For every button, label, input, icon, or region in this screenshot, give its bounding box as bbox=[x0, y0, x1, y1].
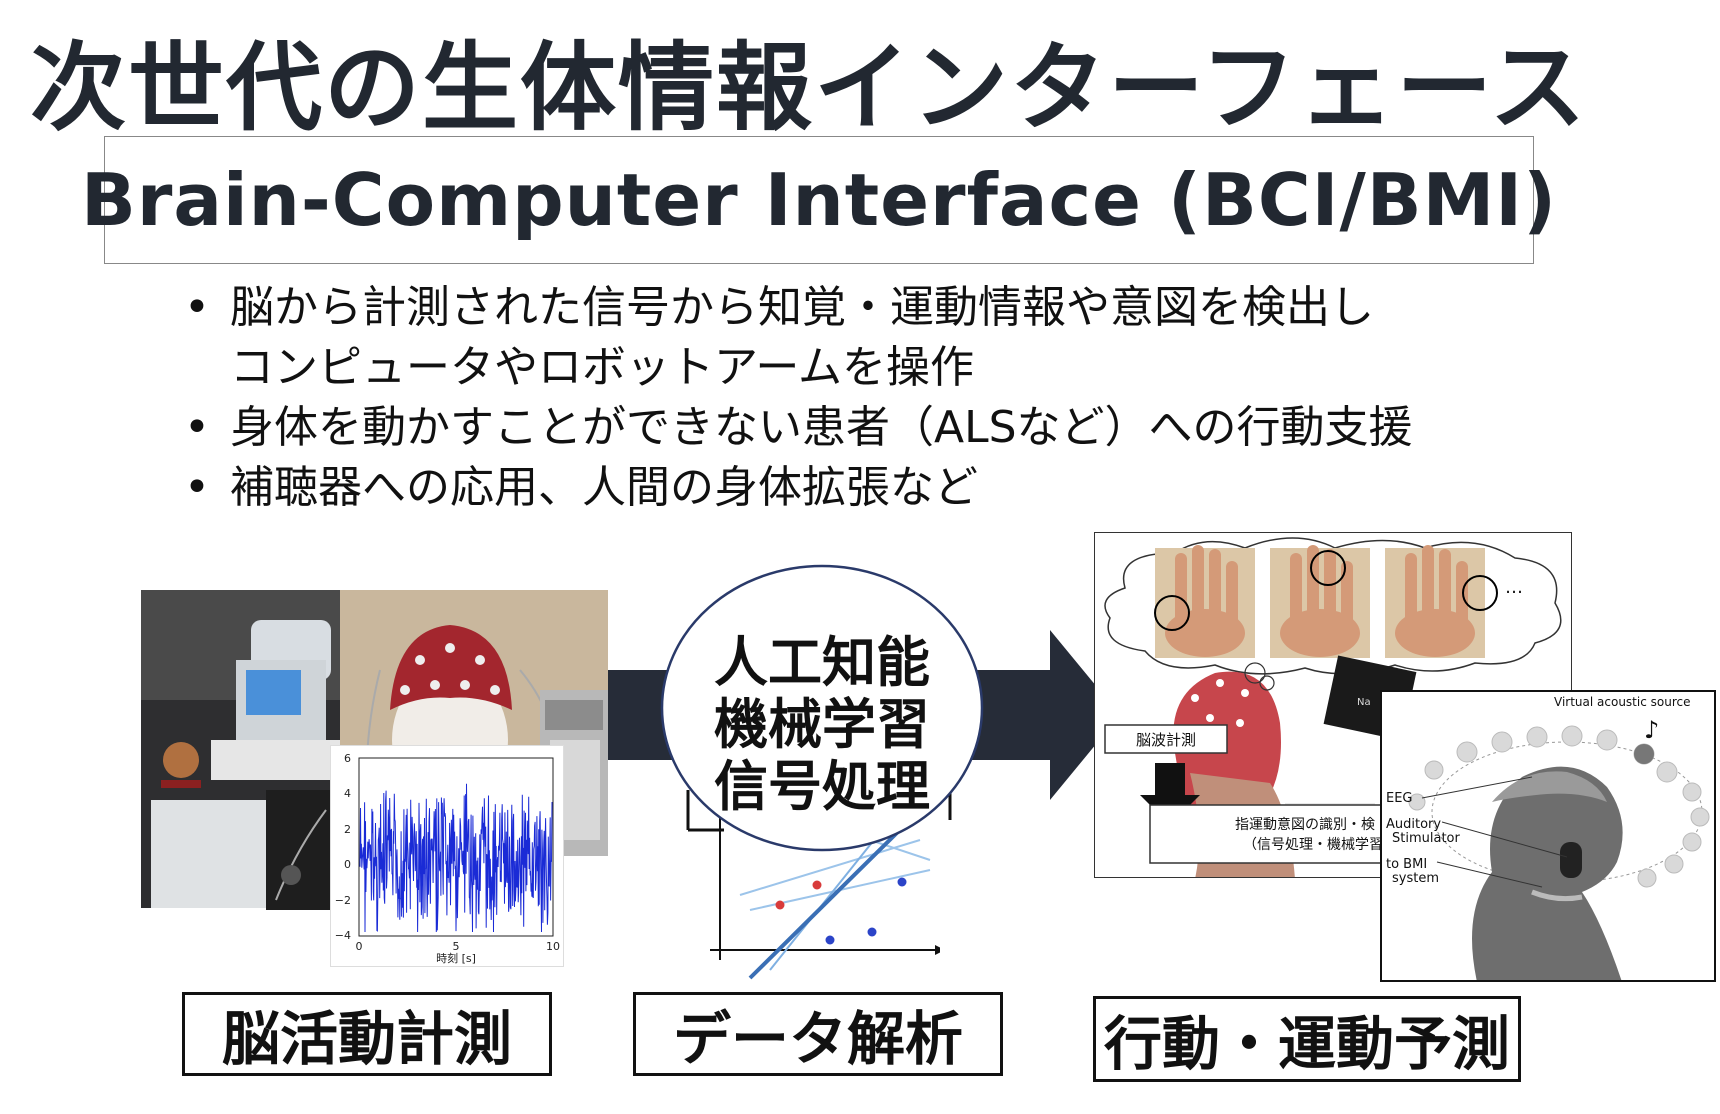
active-source bbox=[1634, 744, 1654, 764]
ai-bubble-line: 機械学習 bbox=[714, 693, 930, 756]
stimulator-label: Auditory bbox=[1386, 817, 1441, 832]
virtual-sources bbox=[1408, 725, 1710, 888]
bullet-item: 脳から計測された信号から知覚・運動情報や意図を検出し コンピュータやロボットアー… bbox=[180, 278, 1480, 398]
y-tick-label: 0 bbox=[344, 858, 351, 871]
acoustic-title: Virtual acoustic source bbox=[1554, 695, 1690, 709]
y-tick-label: 6 bbox=[344, 752, 351, 765]
decode-label-line: （信号処理・機械学習 bbox=[1243, 837, 1383, 853]
bullet-text: 補聴器への応用、人間の身体拡張など bbox=[230, 462, 978, 513]
x-tick-label: 5 bbox=[453, 940, 460, 953]
ai-bubble-text: 人工知能 機械学習 信号処理 bbox=[656, 632, 988, 818]
hand-image bbox=[1154, 545, 1255, 658]
stage-label-analysis: データ解析 bbox=[633, 992, 1003, 1076]
ai-bubble-line: 人工知能 bbox=[714, 631, 930, 694]
y-tick-label: 4 bbox=[344, 787, 351, 800]
bmi-pointer bbox=[1436, 861, 1543, 888]
bmi-label: to BMI bbox=[1386, 857, 1427, 872]
data-point bbox=[825, 935, 835, 945]
bullet-item: 身体を動かすことができない患者（ALSなど）への行動支援 bbox=[180, 398, 1480, 458]
measure-label: 脳波計測 bbox=[1136, 731, 1196, 749]
main-fit-line bbox=[748, 808, 922, 980]
y-tick-label: −2 bbox=[335, 894, 351, 907]
acoustic-bmi-svg: Virtual acoustic source ♪ EEG Auditory S… bbox=[1386, 695, 1710, 980]
data-point bbox=[812, 880, 822, 890]
bullet-list: 脳から計測された信号から知覚・運動情報や意図を検出し コンピュータやロボットアー… bbox=[180, 278, 1480, 518]
fit-line bbox=[769, 819, 891, 971]
eeg-pointer bbox=[1421, 776, 1533, 799]
eeg-plot-svg: 6 4 2 0 −2 −4 0 5 10 時刻 [s] bbox=[335, 752, 560, 965]
stage-label-predict: 行動・運動予測 bbox=[1093, 996, 1521, 1082]
bullet-text-continued: コンピュータやロボットアームを操作 bbox=[230, 342, 975, 393]
ellipsis-text: … bbox=[1505, 577, 1523, 598]
eeg-plot: 6 4 2 0 −2 −4 0 5 10 時刻 [s] bbox=[330, 745, 564, 967]
measure-label-box bbox=[1104, 724, 1228, 754]
ai-bubble bbox=[660, 564, 984, 852]
ai-bubble-line: 信号処理 bbox=[714, 755, 930, 818]
music-note-icon: ♪ bbox=[1644, 716, 1659, 744]
ai-bubble-outline bbox=[660, 564, 984, 852]
data-point bbox=[867, 927, 877, 937]
y-tick-label: −4 bbox=[335, 929, 351, 942]
bmi-label: system bbox=[1392, 871, 1439, 886]
electrode-image bbox=[266, 790, 336, 910]
eeg-trace-line bbox=[359, 783, 553, 933]
eeg-trace bbox=[359, 783, 553, 933]
head-with-headphones bbox=[1472, 766, 1623, 980]
y-tick-label: 2 bbox=[344, 823, 351, 836]
x-tick-label: 10 bbox=[546, 940, 560, 953]
x-axis-arrowhead bbox=[935, 945, 940, 955]
stage-label-measure: 脳活動計測 bbox=[182, 992, 552, 1076]
decode-label-line: 指運動意図の識別・検 bbox=[1235, 816, 1375, 833]
stimulator-label: Stimulator bbox=[1392, 831, 1460, 846]
hand-image bbox=[1270, 545, 1370, 658]
stimulator-pointer bbox=[1441, 821, 1568, 858]
subtitle-box: Brain-Computer Interface (BCI/BMI) bbox=[81, 136, 1556, 264]
bullet-item: 補聴器への応用、人間の身体拡張など bbox=[180, 458, 1480, 518]
acoustic-bmi-diagram: Virtual acoustic source ♪ EEG Auditory S… bbox=[1380, 690, 1716, 982]
eeg-label: EEG bbox=[1386, 791, 1413, 806]
bullet-text: 身体を動かすことができない患者（ALSなど）への行動支援 bbox=[230, 402, 1413, 453]
data-point bbox=[775, 900, 785, 910]
hand-image bbox=[1385, 545, 1498, 658]
monitor-text: Na bbox=[1357, 697, 1371, 708]
subtitle: Brain-Computer Interface (BCI/BMI) bbox=[81, 158, 1557, 242]
data-point bbox=[897, 877, 907, 887]
page-title: 次世代の生体情報インターフェース bbox=[30, 32, 1588, 144]
electrode-photo bbox=[266, 790, 336, 910]
x-axis-label: 時刻 [s] bbox=[436, 951, 476, 965]
bullet-text: 脳から計測された信号から知覚・運動情報や意図を検出し bbox=[230, 282, 1374, 333]
fit-line bbox=[739, 839, 921, 896]
x-tick-label: 0 bbox=[356, 940, 363, 953]
regression-plot bbox=[710, 800, 940, 980]
